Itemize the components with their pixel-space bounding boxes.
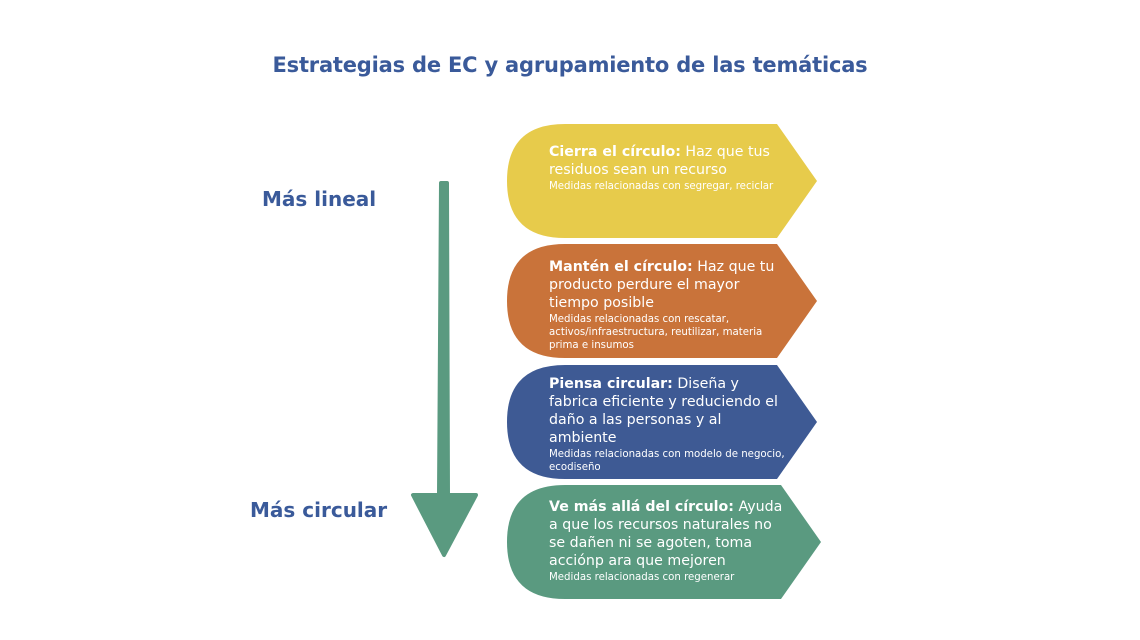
card-heading: Cierra el círculo: [549,144,681,160]
diagram-title: Estrategias de EC y agrupamiento de las … [272,53,868,77]
card-measures: Medidas relacionadas con rescatar, activ… [549,314,763,351]
card-measures: Medidas relacionadas con segregar, recic… [549,181,774,192]
card-description: Haz que tus residuos sean un recurso [549,144,770,178]
card-description: Haz que tu producto perdure el mayor tie… [549,259,775,311]
card-shape [507,365,817,479]
card-description: Diseña y fabrica eficiente y reduciendo … [549,376,778,446]
card-measures: Medidas relacionadas con modelo de negoc… [549,449,785,473]
card-measures: Medidas relacionadas con regenerar [549,572,735,583]
card-shape [507,244,817,358]
card-heading: Ve más allá del círculo: [549,499,734,515]
down-arrow-icon [411,181,478,557]
card-shape [507,485,821,599]
card-heading: Mantén el círculo: [549,259,693,275]
card-description: Ayuda a que los recursos naturales no se… [549,499,783,569]
card-shape [507,124,817,238]
more-linear-label: Más lineal [262,187,377,211]
more-circular-label: Más circular [250,498,388,522]
card-heading: Piensa circular: [549,376,673,392]
